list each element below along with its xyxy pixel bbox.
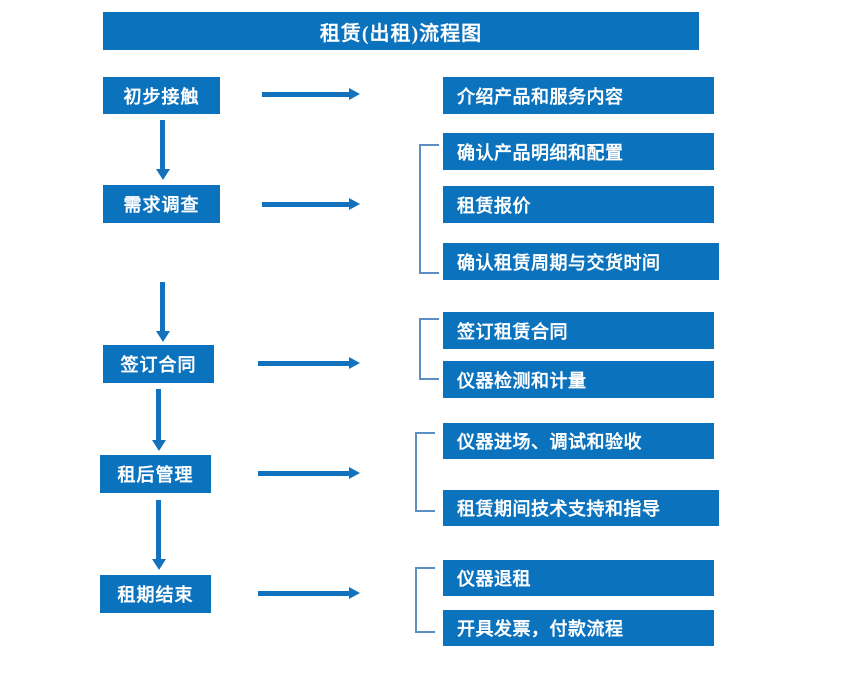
- right-arrow-icon-2: [262, 198, 360, 210]
- bracket-icon-stage-3: [419, 318, 439, 380]
- task-box-2-3[interactable]: 确认租赁周期与交货时间: [443, 243, 719, 280]
- right-arrow-icon-4: [258, 467, 360, 479]
- right-arrow-icon-1: [262, 88, 360, 100]
- task-box-2-2[interactable]: 租赁报价: [443, 186, 714, 223]
- stage-box-4[interactable]: 租后管理: [100, 455, 211, 493]
- stage-box-1[interactable]: 初步接触: [103, 77, 220, 114]
- task-box-4-1[interactable]: 仪器进场、调试和验收: [443, 423, 714, 459]
- bracket-icon-stage-2: [419, 144, 439, 274]
- task-box-2-1[interactable]: 确认产品明细和配置: [443, 133, 714, 170]
- down-arrow-icon-1: [156, 120, 170, 180]
- task-box-3-1[interactable]: 签订租赁合同: [443, 312, 714, 349]
- right-arrow-icon-3: [258, 357, 360, 369]
- task-box-5-1[interactable]: 仪器退租: [443, 560, 714, 596]
- bracket-icon-stage-5: [415, 567, 435, 633]
- task-box-5-2[interactable]: 开具发票，付款流程: [443, 610, 714, 646]
- stage-box-5[interactable]: 租期结束: [100, 575, 211, 613]
- down-arrow-icon-2: [156, 282, 170, 342]
- stage-box-3[interactable]: 签订合同: [103, 345, 214, 383]
- task-box-1-1[interactable]: 介绍产品和服务内容: [443, 77, 714, 114]
- stage-box-2[interactable]: 需求调查: [103, 185, 220, 223]
- down-arrow-icon-4: [152, 500, 166, 570]
- right-arrow-icon-5: [258, 587, 360, 599]
- task-box-4-2[interactable]: 租赁期间技术支持和指导: [443, 490, 719, 526]
- down-arrow-icon-3: [152, 389, 166, 451]
- task-box-3-2[interactable]: 仪器检测和计量: [443, 361, 714, 398]
- bracket-icon-stage-4: [415, 432, 435, 512]
- page-title: 租赁(出租)流程图: [103, 12, 699, 50]
